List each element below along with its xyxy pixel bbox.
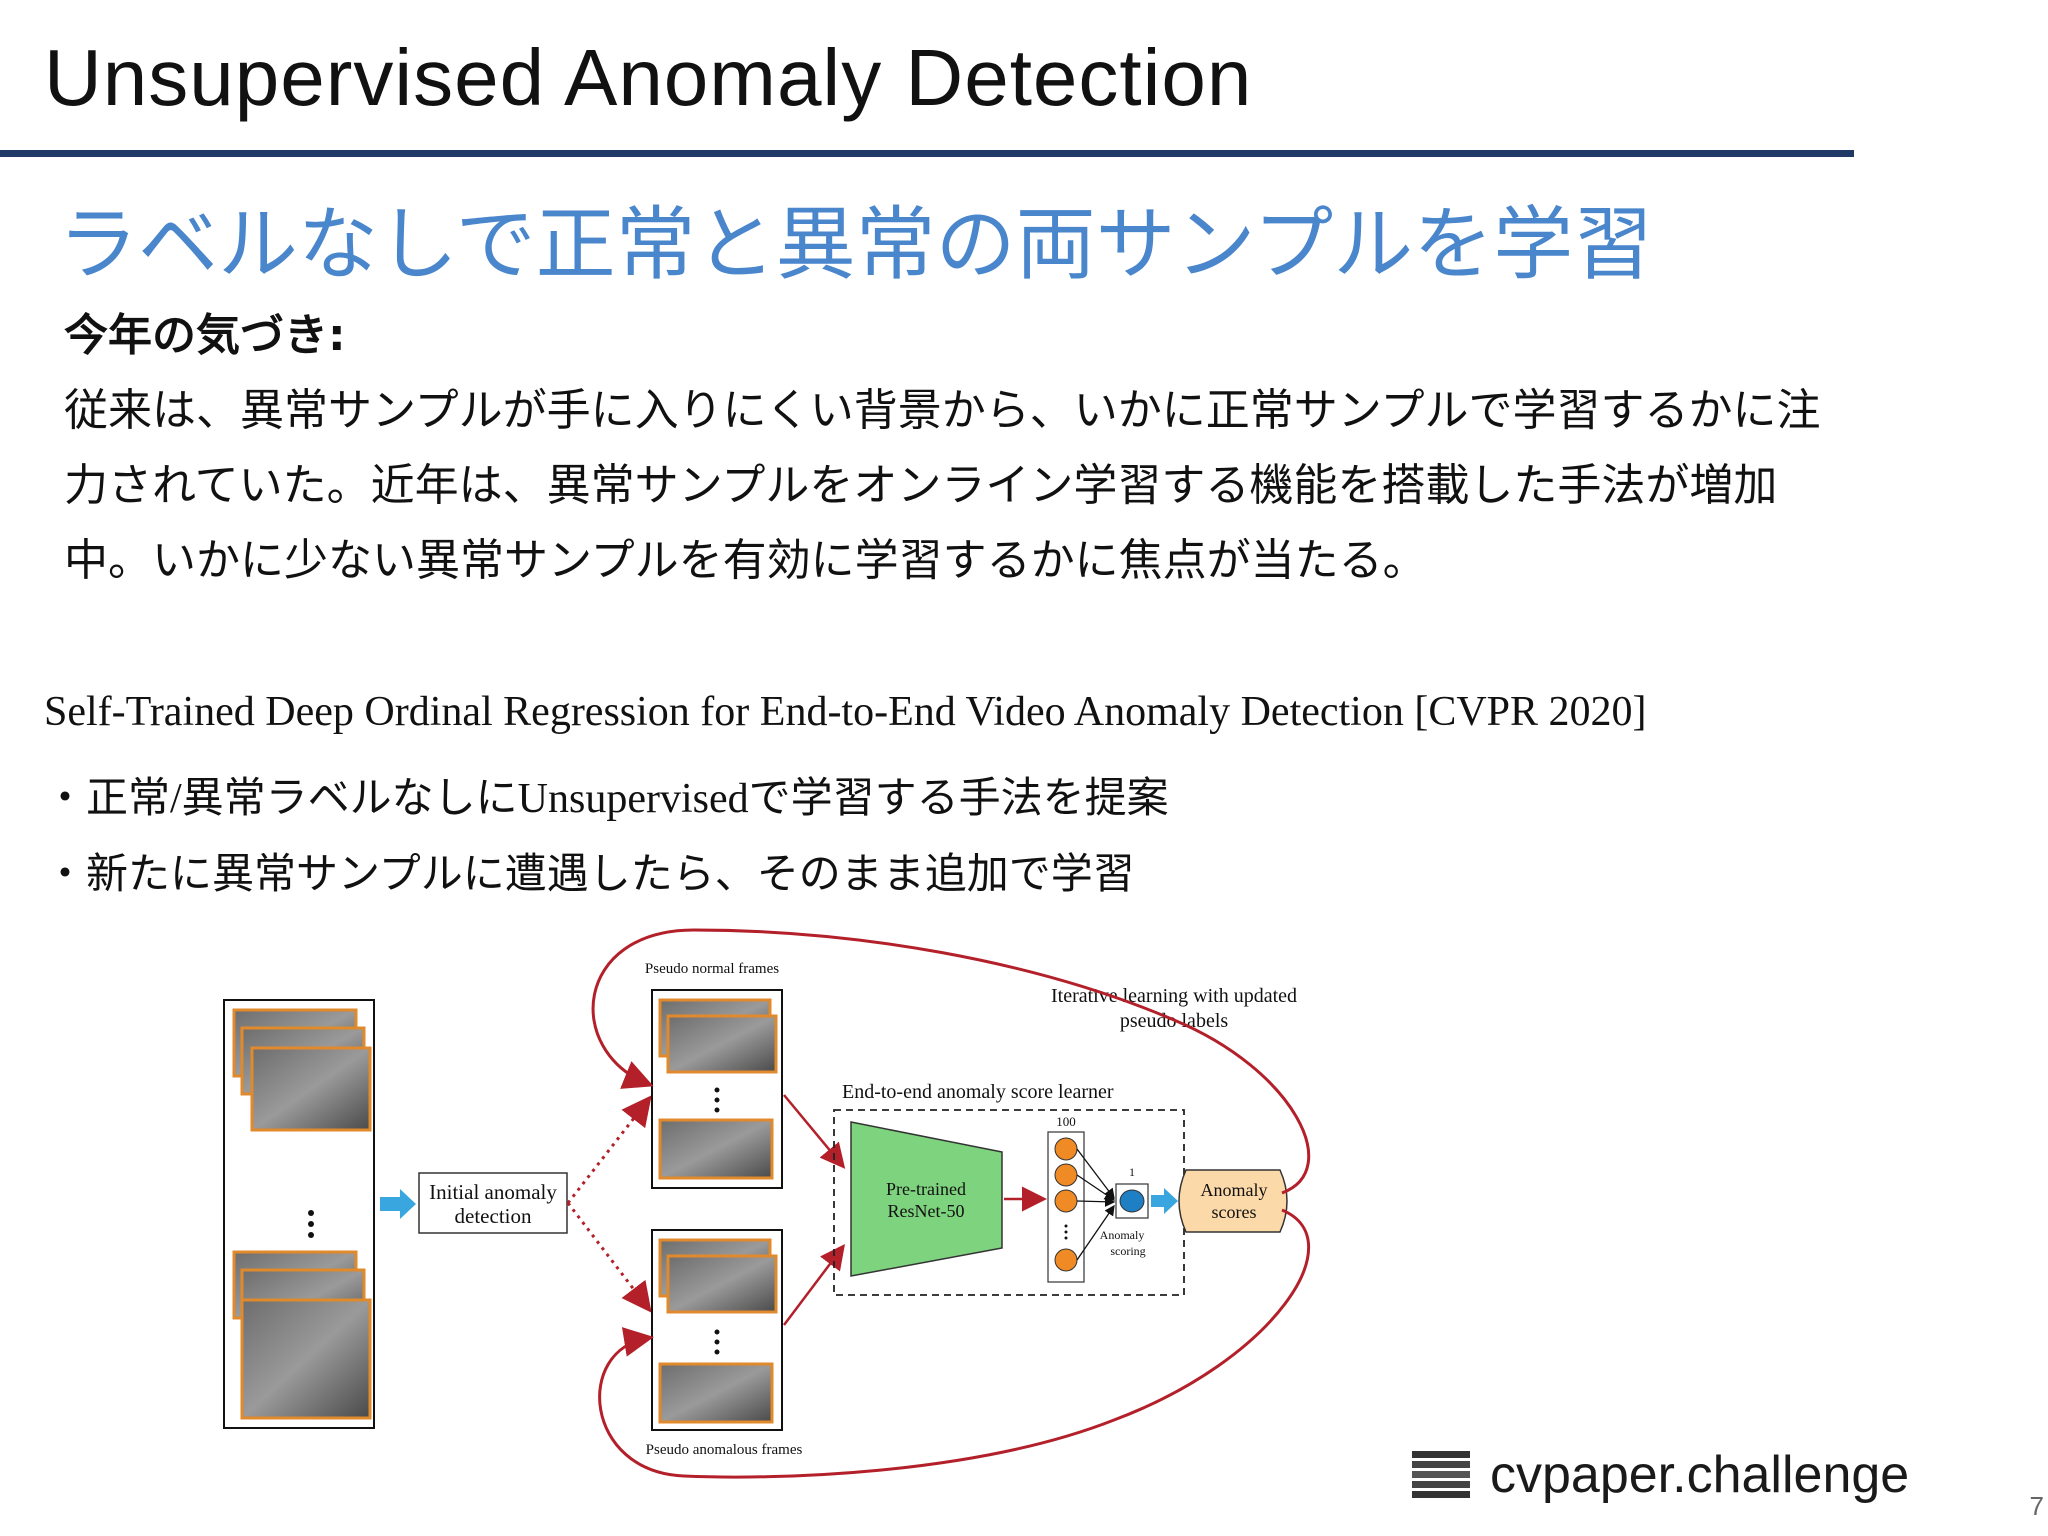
ellipsis-dots <box>308 1210 314 1238</box>
title-divider <box>0 150 1854 157</box>
loop-arrow-top <box>591 928 1311 1195</box>
insight-line: 力されていた。近年は、異常サンプルをオンライン学習する機能を搭載した手法が増加 <box>64 460 1778 511</box>
ellipsis-dots <box>714 1329 720 1355</box>
ellipsis-dots <box>714 1087 720 1113</box>
anomalous-frame <box>666 1254 778 1314</box>
brand: cvpaper.challenge <box>1410 1440 1909 1510</box>
resnet-label: ResNet-50 <box>888 1201 965 1221</box>
anomalous-frame <box>658 1362 774 1424</box>
learner-box <box>833 1109 1185 1296</box>
paper-bullet: ・正常/異常ラベルなしにUnsupervisedで学習する手法を提案 <box>44 776 1169 822</box>
iterative-label: Iterative learning with updated <box>1051 985 1297 1007</box>
paper-bullet: ・新たに異常サンプルに遭遇したら、そのまま追加で学習 <box>44 852 1135 898</box>
flow-arrow <box>1151 1188 1178 1214</box>
resnet-block <box>850 1121 1003 1277</box>
anomaly-scores-label: Anomaly <box>1201 1180 1268 1200</box>
scoring-label: Anomaly <box>1100 1228 1145 1242</box>
scoring-label: scoring <box>1110 1244 1145 1258</box>
normal-frame <box>658 1118 774 1180</box>
output-size: 1 <box>1129 1165 1135 1179</box>
anomaly-scores-label: scores <box>1212 1202 1257 1222</box>
anomaly-scores-shape <box>1178 1169 1288 1233</box>
insight-line: 従来は、異常サンプルが手に入りにくい背景から、いかに正常サンプルで学習するかに注 <box>64 385 1821 436</box>
pseudo-anomalous-label: Pseudo anomalous frames <box>646 1442 803 1458</box>
stacked-layers-icon <box>1412 1451 1470 1498</box>
fc-node <box>1054 1248 1078 1272</box>
pseudo-normal-label: Pseudo normal frames <box>645 961 779 977</box>
method-diagram: Initial anomaly detection Pseudo normal … <box>223 928 1311 1479</box>
slide-title: Unsupervised Anomaly Detection <box>44 33 1253 122</box>
resnet-label: Pre-trained <box>886 1179 966 1199</box>
arrow-normal-to-learner <box>783 1094 846 1169</box>
initial-detection-label: Initial anomaly <box>429 1180 557 1204</box>
initial-detection-label: detection <box>455 1204 532 1228</box>
initial-detection-box <box>418 1172 568 1234</box>
brand-name: cvpaper.challenge <box>1490 1446 1910 1504</box>
fc-node <box>1054 1163 1078 1187</box>
loop-arrow-bottom <box>598 1208 1311 1479</box>
input-frame <box>232 1250 372 1420</box>
insight-heading: 今年の気づき: <box>64 310 346 361</box>
slide-subtitle: ラベルなしで正常と異常の両サンプルを学習 <box>58 198 1654 291</box>
fc-node <box>1054 1189 1078 1213</box>
normal-frame <box>666 1014 778 1074</box>
output-node <box>1119 1189 1145 1213</box>
learner-label: End-to-end anomaly score learner <box>842 1081 1114 1103</box>
paper-block: Self-Trained Deep Ordinal Regression for… <box>44 688 1647 916</box>
ellipsis-dots <box>1064 1224 1068 1240</box>
dotted-arrow-anomalous <box>566 1202 652 1313</box>
fc-connections <box>1076 1148 1116 1261</box>
fc-layer-size: 100 <box>1056 1114 1076 1129</box>
paper-title: Self-Trained Deep Ordinal Regression for… <box>44 689 1647 735</box>
input-frame <box>232 1008 372 1132</box>
dotted-arrow-normal <box>566 1095 652 1204</box>
fc-node <box>1054 1137 1078 1161</box>
flow-arrow <box>380 1189 416 1219</box>
arrow-anomalous-to-learner <box>783 1244 846 1326</box>
insight-block: 今年の気づき: 従来は、異常サンプルが手に入りにくい背景から、いかに正常サンプル… <box>64 298 1994 598</box>
insight-line: 中。いかに少ない異常サンプルを有効に学習するかに焦点が当たる。 <box>64 535 1427 586</box>
page-number: 7 <box>2029 1491 2044 1521</box>
